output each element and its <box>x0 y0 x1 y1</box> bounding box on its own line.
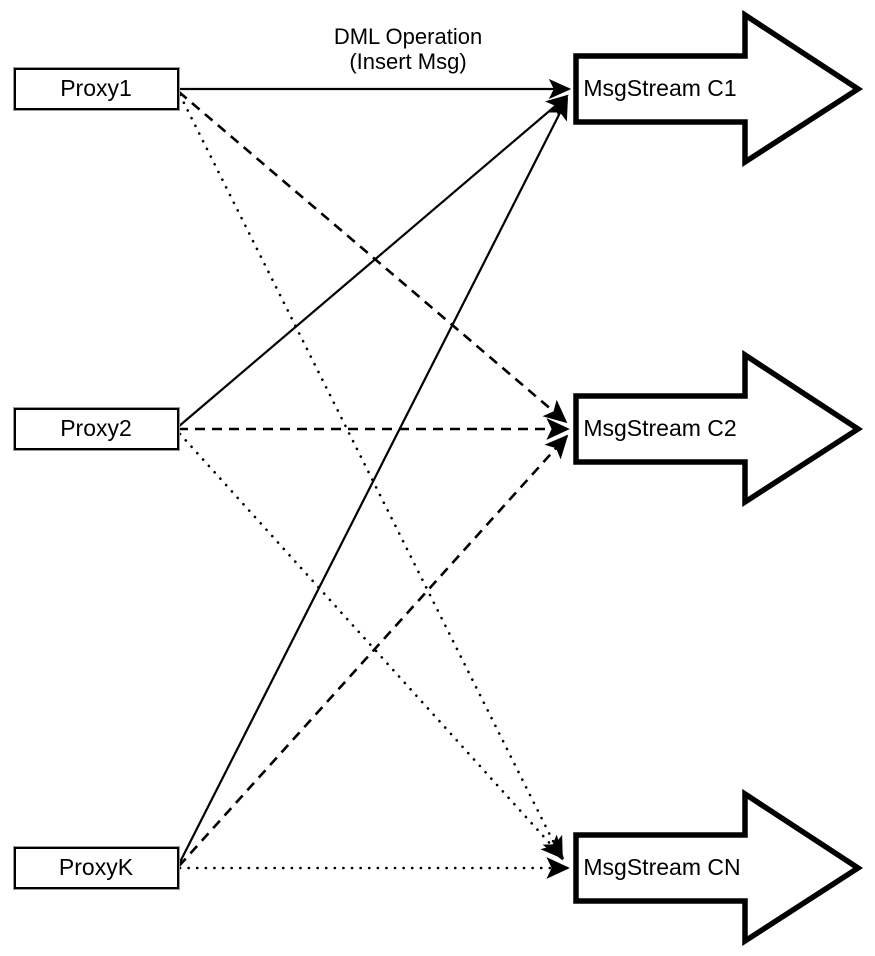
proxyk-box[interactable] <box>14 847 179 889</box>
connection-proxyk-stream-c1 <box>177 97 568 867</box>
stream-c1-block-arrow[interactable] <box>573 9 864 168</box>
proxy1-box[interactable] <box>14 68 179 110</box>
stream-node-c2[interactable]: MsgStream C2 <box>573 349 864 508</box>
proxy2-box-outline <box>13 407 180 451</box>
proxyk-box-outline <box>13 846 180 890</box>
connection-layer <box>177 78 572 879</box>
proxy2-box[interactable] <box>14 408 179 450</box>
connection-proxyk-stream-c2 <box>178 434 569 867</box>
edge-label-line-2: (Insert Msg) <box>349 49 466 74</box>
edge-label-line-1: DML Operation <box>334 24 482 49</box>
connection-proxy1-stream-c2 <box>178 91 568 424</box>
stream-c2-label: MsgStream C2 <box>583 415 736 441</box>
stream-c1-label: MsgStream C1 <box>583 75 736 101</box>
stream-c2-block-arrow[interactable] <box>573 349 864 508</box>
proxy1-label: Proxy1 <box>60 75 132 101</box>
stream-node-c1[interactable]: MsgStream C1 <box>573 9 864 168</box>
connection-proxy1-stream-cn <box>178 93 564 861</box>
proxy-node-proxy1[interactable]: Proxy1 <box>13 67 180 111</box>
proxy-node-proxyk[interactable]: ProxyK <box>13 846 180 890</box>
stream-cn-block-arrow[interactable] <box>573 788 864 947</box>
proxyk-label: ProxyK <box>59 854 134 880</box>
stream-node-cn[interactable]: MsgStream CN <box>573 788 864 947</box>
edge-label-dml-operation: DML Operation (Insert Msg) <box>334 24 482 74</box>
proxy2-label: Proxy2 <box>60 415 132 441</box>
stream-cn-label: MsgStream CN <box>583 854 740 880</box>
proxy1-box-outline <box>13 67 180 111</box>
connection-proxy2-stream-cn <box>178 432 565 860</box>
connection-proxy2-stream-c1 <box>177 94 569 428</box>
proxy-node-proxy2[interactable]: Proxy2 <box>13 407 180 451</box>
